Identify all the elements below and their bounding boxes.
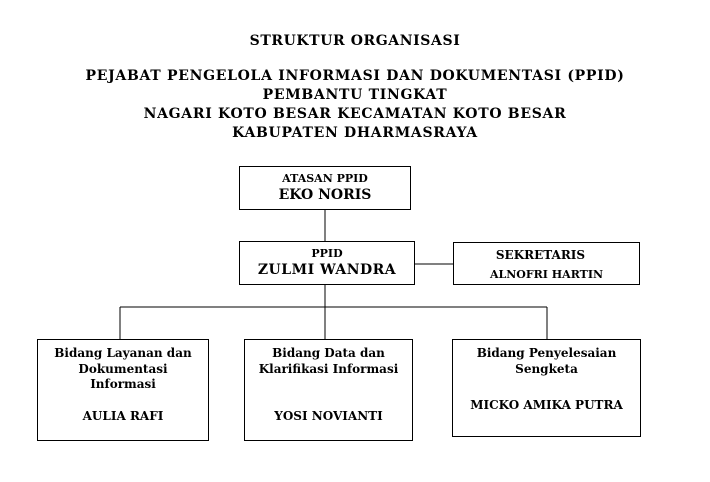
sekretaris-name: ALNOFRI HARTIN: [489, 268, 604, 281]
box-atasan-ppid: ATASAN PPID EKO NORIS: [239, 166, 411, 210]
box-bidang-data: Bidang Data dan Klarifikasi Informasi YO…: [244, 339, 413, 441]
bidang-3-line-1: Bidang Penyelesaian: [476, 346, 617, 360]
box-bidang-layanan: Bidang Layanan dan Dokumentasi Informasi…: [37, 339, 209, 441]
bidang-3-name: MICKO AMIKA PUTRA: [470, 398, 623, 412]
org-title-line-4: KABUPATEN DHARMASRAYA: [232, 125, 478, 141]
sekretaris-role: SEKRETARIS: [495, 248, 586, 262]
box-ppid: PPID ZULMI WANDRA: [239, 241, 415, 285]
org-title-line-3: NAGARI KOTO BESAR KECAMATAN KOTO BESAR: [143, 106, 567, 122]
atasan-role: ATASAN PPID: [282, 172, 368, 185]
bidang-1-line-2: Dokumentasi: [78, 362, 168, 376]
ppid-role: PPID: [311, 247, 343, 260]
bidang-3-line-2: Sengketa: [515, 362, 578, 376]
chart-title: STRUKTUR ORGANISASI: [249, 33, 461, 49]
bidang-1-line-1: Bidang Layanan dan: [54, 346, 192, 360]
bidang-2-name: YOSI NOVIANTI: [274, 409, 383, 423]
bidang-1-name: AULIA RAFI: [82, 409, 164, 423]
bidang-2-line-2: Klarifikasi Informasi: [258, 362, 399, 376]
bidang-1-line-3: Informasi: [90, 377, 156, 391]
box-bidang-sengketa: Bidang Penyelesaian Sengketa MICKO AMIKA…: [452, 339, 641, 437]
atasan-name: EKO NORIS: [278, 187, 372, 203]
ppid-name: ZULMI WANDRA: [257, 262, 397, 278]
box-sekretaris: SEKRETARIS ALNOFRI HARTIN: [453, 242, 640, 285]
bidang-2-line-1: Bidang Data dan: [272, 346, 385, 360]
org-title-line-1: PEJABAT PENGELOLA INFORMASI DAN DOKUMENT…: [85, 68, 625, 84]
org-title-line-2: PEMBANTU TINGKAT: [262, 87, 448, 103]
